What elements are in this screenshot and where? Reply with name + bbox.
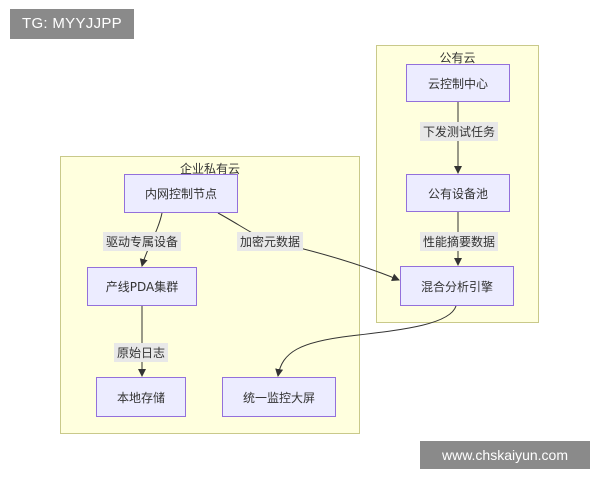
watermark-bottom: www.chskaiyun.com	[420, 441, 590, 469]
node-cloud-control: 云控制中心	[406, 64, 510, 102]
node-unified-screen: 统一监控大屏	[222, 377, 336, 417]
watermark-top: TG: MYYJJPP	[10, 9, 134, 39]
cluster-public-title: 公有云	[439, 51, 476, 65]
edge-engine-to-screen	[275, 305, 457, 377]
edge-label-drive-devices: 驱动专属设备	[103, 232, 182, 251]
node-hybrid-engine: 混合分析引擎	[400, 266, 514, 306]
edge-label-raw-logs: 原始日志	[114, 343, 169, 362]
cluster-private-title: 企业私有云	[179, 162, 240, 176]
edge-label-perf-summary: 性能摘要数据	[420, 232, 499, 251]
node-public-device-pool: 公有设备池	[406, 174, 510, 212]
node-intranet-control: 内网控制节点	[124, 174, 238, 213]
node-pda-cluster: 产线PDA集群	[87, 267, 197, 306]
edge-label-dispatch-tasks: 下发测试任务	[420, 122, 499, 141]
node-local-storage: 本地存储	[96, 377, 186, 417]
edge-label-encrypt-meta: 加密元数据	[237, 232, 304, 251]
